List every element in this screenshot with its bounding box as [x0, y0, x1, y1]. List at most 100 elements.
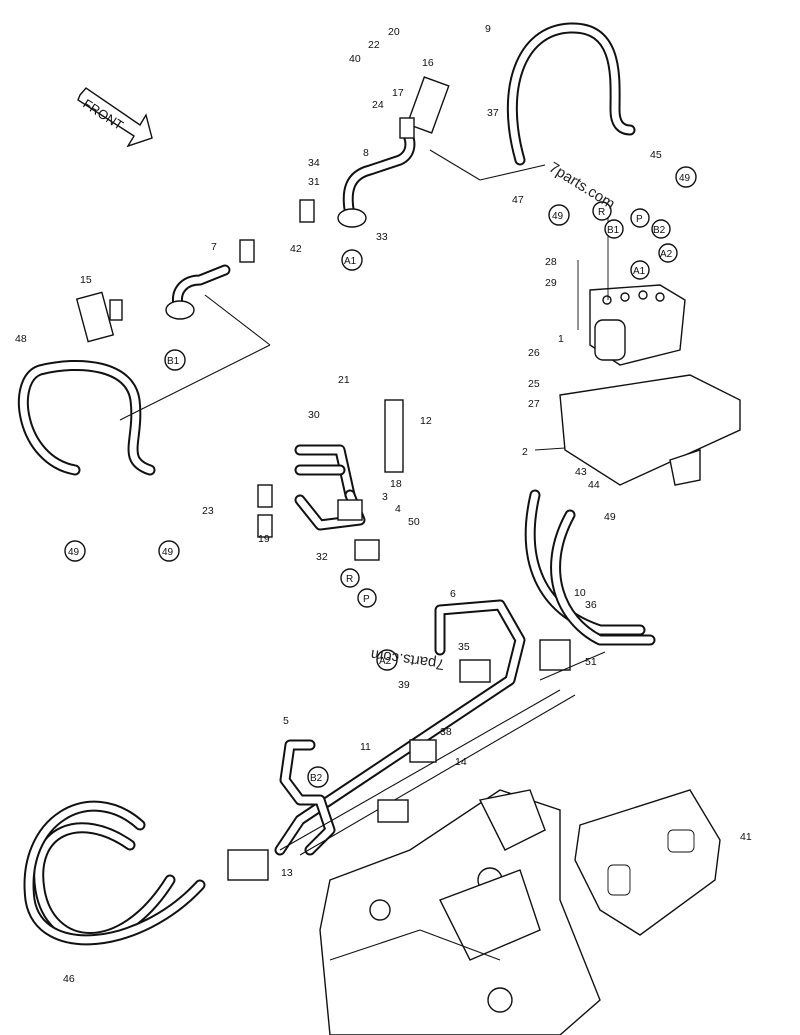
long-tubes	[227, 599, 576, 881]
leader-lines	[119, 149, 606, 681]
callout-21: 21	[338, 374, 350, 386]
callout-38: 38	[440, 726, 452, 738]
callout-32: 32	[316, 551, 328, 563]
callout-labels: 1 2 3 4 5 6 7 8 9 10 11 12 13 14 15 16 1…	[15, 23, 752, 985]
callout-31: 31	[308, 176, 320, 188]
callout-47: 47	[512, 194, 524, 206]
hose-48	[17, 360, 156, 476]
ref-b2-valve: B2	[651, 219, 671, 239]
svg-text:P: P	[363, 594, 370, 605]
ref-a2-valve: A2	[658, 243, 678, 263]
callout-5: 5	[283, 715, 289, 727]
callout-44: 44	[588, 479, 600, 491]
callout-30: 30	[308, 409, 320, 421]
callout-19: 19	[258, 533, 270, 545]
ref-a2: A2	[376, 649, 398, 671]
callout-40: 40	[349, 53, 361, 65]
callout-7: 7	[211, 241, 217, 253]
svg-text:A1: A1	[633, 266, 646, 277]
ref-b1: B1	[164, 349, 186, 371]
svg-text:49: 49	[679, 173, 691, 184]
callout-36: 36	[585, 599, 597, 611]
svg-text:49: 49	[68, 547, 80, 558]
ref-a1-valve: A1	[630, 260, 650, 280]
svg-text:A2: A2	[379, 656, 392, 667]
callout-48: 48	[15, 333, 27, 345]
callout-13: 13	[281, 867, 293, 879]
svg-text:R: R	[598, 207, 605, 218]
callout-46: 46	[63, 973, 75, 985]
callout-34: 34	[308, 157, 320, 169]
callout-3: 3	[382, 491, 388, 503]
callout-20: 20	[388, 26, 400, 38]
circle-references: A1 B1 A2 B2 R P R P	[64, 166, 697, 788]
callout-23: 23	[202, 505, 214, 517]
callout-50: 50	[408, 516, 420, 528]
callout-12: 12	[420, 415, 432, 427]
ref-49-b: 49	[548, 204, 570, 226]
callout-45: 45	[650, 149, 662, 161]
callout-1: 1	[558, 333, 564, 345]
svg-text:B1: B1	[607, 225, 620, 236]
tubes-7-8	[165, 129, 416, 320]
svg-text:B2: B2	[653, 225, 666, 236]
ref-49-d: 49	[158, 540, 180, 562]
callout-18: 18	[390, 478, 402, 490]
callout-8: 8	[363, 147, 369, 159]
ref-b1-valve: B1	[604, 219, 624, 239]
callout-4: 4	[395, 503, 401, 515]
callout-11: 11	[360, 741, 371, 753]
callout-27: 27	[528, 398, 540, 410]
svg-text:B2: B2	[310, 773, 323, 784]
loader-frame	[319, 789, 601, 1035]
ref-49-a: 49	[675, 166, 697, 188]
callout-37: 37	[487, 107, 499, 119]
svg-text:49: 49	[552, 211, 564, 222]
svg-text:P: P	[636, 214, 643, 225]
hose-9	[506, 22, 636, 166]
front-arrow: FRONT	[77, 87, 153, 148]
callout-29: 29	[545, 277, 557, 289]
callout-39: 39	[398, 679, 410, 691]
ref-49-c: 49	[64, 540, 86, 562]
callout-26: 26	[528, 347, 540, 359]
svg-text:A2: A2	[660, 249, 673, 260]
callout-22: 22	[368, 39, 380, 51]
callout-51: 51	[585, 656, 597, 668]
ref-b2: B2	[307, 766, 329, 788]
callout-42: 42	[290, 243, 302, 255]
ref-a1-top: A1	[341, 249, 363, 271]
callout-14: 14	[455, 756, 467, 768]
svg-text:B1: B1	[167, 356, 180, 367]
callout-2: 2	[522, 446, 528, 458]
callout-33: 33	[376, 231, 388, 243]
mounting-plate-2	[559, 374, 741, 486]
callout-15: 15	[80, 274, 92, 286]
callout-35: 35	[458, 641, 470, 653]
svg-text:R: R	[346, 574, 353, 585]
callout-16: 16	[422, 57, 434, 69]
ref-p-valve: P	[630, 208, 650, 228]
control-valve	[577, 210, 686, 366]
hoses-10	[524, 489, 656, 646]
callout-28: 28	[545, 256, 557, 268]
callout-41: 41	[740, 831, 752, 843]
callout-43: 43	[575, 466, 587, 478]
svg-text:A1: A1	[344, 256, 357, 267]
clamps-top	[75, 76, 450, 343]
hoses-46	[23, 800, 206, 946]
callout-9: 9	[485, 23, 491, 35]
callout-24: 24	[372, 99, 384, 111]
callout-6: 6	[450, 588, 456, 600]
svg-text:49: 49	[162, 547, 174, 558]
ref-p: P	[357, 588, 377, 608]
tube-bundle-center	[257, 399, 404, 561]
callout-49: 49	[604, 511, 616, 523]
callout-17: 17	[392, 87, 404, 99]
cover-plate-41	[574, 789, 721, 936]
ref-r-valve: R	[592, 201, 612, 221]
callout-25: 25	[528, 378, 540, 390]
ref-r: R	[340, 568, 360, 588]
callout-10: 10	[574, 587, 586, 599]
